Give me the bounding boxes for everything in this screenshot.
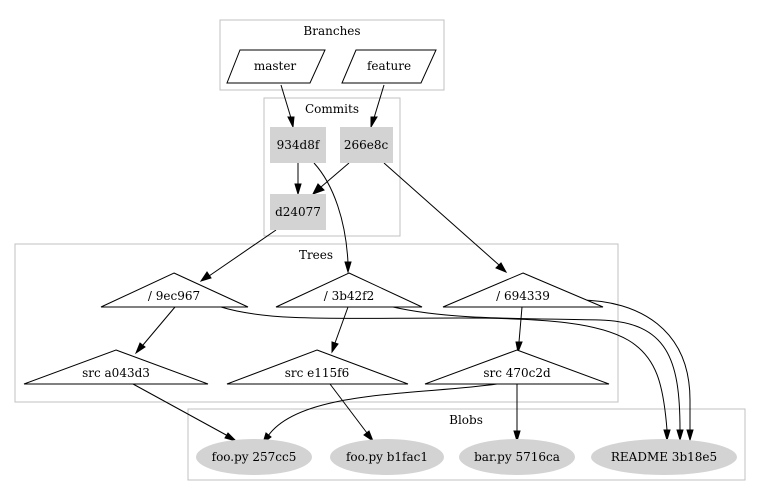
tree-node-9ec967-shape bbox=[100, 272, 249, 308]
edge-934d8f-3b42f2 bbox=[313, 162, 349, 264]
blob-node-foo-257cc5-label: foo.py 257cc5 bbox=[212, 450, 297, 464]
blob-node-bar-5716ca: bar.py 5716ca bbox=[459, 439, 575, 475]
commit-node-266e8c-label: 266e8c bbox=[344, 138, 389, 152]
blob-node-bar-5716ca-shape bbox=[459, 439, 575, 475]
arrowhead-934d8f-d24077 bbox=[294, 183, 302, 196]
cluster-commits: Commits bbox=[263, 97, 401, 237]
cluster-trees-label: Trees bbox=[299, 248, 333, 262]
tree-node-3b42f2: / 3b42f2 bbox=[275, 272, 423, 308]
cluster-trees: Trees bbox=[14, 243, 619, 403]
edge-266e8c-694339 bbox=[383, 162, 500, 266]
edge-master-934d8f bbox=[280, 84, 292, 119]
commit-node-934d8f: 934d8f bbox=[270, 127, 326, 163]
cluster-blobs-label: Blobs bbox=[449, 413, 483, 427]
tree-node-src-470c2d: src 470c2d bbox=[424, 349, 610, 385]
arrowhead-266e8c-d24077 bbox=[311, 183, 325, 195]
arrowhead-470c2d-5716ca bbox=[513, 430, 521, 443]
blob-node-foo-257cc5-shape bbox=[196, 439, 312, 475]
edge-e115f6-b1fac1 bbox=[329, 383, 368, 434]
commit-node-266e8c: 266e8c bbox=[340, 127, 393, 163]
arrowhead-3b42f2-readme bbox=[676, 429, 684, 442]
edge-feature-266e8c bbox=[373, 84, 385, 119]
blob-node-readme-3b18e5: README 3b18e5 bbox=[591, 439, 737, 475]
commit-node-934d8f-label: 934d8f bbox=[277, 138, 321, 152]
tree-node-3b42f2-shape bbox=[275, 272, 423, 308]
tree-node-694339-label: / 694339 bbox=[496, 289, 550, 303]
blob-node-readme-3b18e5-label: README 3b18e5 bbox=[611, 450, 717, 464]
blob-node-foo-b1fac1-shape bbox=[330, 439, 444, 475]
cluster-branches-box bbox=[219, 19, 445, 91]
tree-node-src-e115f6: src e115f6 bbox=[226, 349, 409, 385]
edge-470c2d-foo257cc5 bbox=[267, 383, 498, 437]
edges bbox=[132, 84, 694, 445]
tree-node-694339: / 694339 bbox=[442, 272, 604, 308]
cluster-commits-box bbox=[263, 97, 401, 237]
branch-node-master: master bbox=[226, 49, 326, 84]
commit-node-d24077: d24077 bbox=[270, 194, 326, 230]
edge-9ec967-readme bbox=[220, 306, 668, 431]
cluster-blobs: Blobs bbox=[187, 408, 746, 481]
blob-node-foo-257cc5: foo.py 257cc5 bbox=[196, 439, 312, 475]
edge-694339-readme bbox=[577, 299, 691, 430]
arrowhead-9ec967-readme bbox=[663, 429, 671, 442]
tree-node-src-470c2d-label: src 470c2d bbox=[483, 366, 551, 380]
arrowhead-a043d3-foo257cc5 bbox=[224, 432, 238, 442]
edge-266e8c-d24077 bbox=[320, 162, 350, 188]
cluster-commits-label: Commits bbox=[305, 102, 359, 116]
edge-3b42f2-readme bbox=[392, 306, 681, 431]
blob-node-foo-b1fac1: foo.py b1fac1 bbox=[330, 439, 444, 475]
arrowhead-9ec967-a043d3 bbox=[134, 342, 146, 355]
tree-node-9ec967-label: / 9ec967 bbox=[148, 289, 200, 303]
commit-node-d24077-box bbox=[270, 194, 326, 230]
tree-node-src-e115f6-label: src e115f6 bbox=[285, 366, 350, 380]
tree-node-src-470c2d-shape bbox=[424, 349, 610, 385]
edge-3b42f2-e115f6 bbox=[334, 306, 349, 344]
branch-node-master-label: master bbox=[254, 59, 297, 73]
branch-node-feature-shape bbox=[341, 49, 437, 84]
arrowhead-934d8f-3b42f2 bbox=[344, 261, 352, 274]
branch-node-feature: feature bbox=[341, 49, 437, 84]
arrowhead-feature-266e8c bbox=[370, 116, 378, 129]
commit-node-934d8f-box bbox=[270, 127, 326, 163]
arrowhead-3b42f2-e115f6 bbox=[331, 341, 339, 354]
cluster-branches: Branches bbox=[219, 19, 445, 91]
cluster-trees-box bbox=[14, 243, 619, 403]
arrowhead-e115f6-b1fac1 bbox=[363, 430, 375, 443]
tree-node-src-a043d3-label: src a043d3 bbox=[82, 366, 150, 380]
blob-node-readme-3b18e5-shape bbox=[591, 439, 737, 475]
edge-d24077-9ec967 bbox=[208, 229, 277, 277]
commit-node-266e8c-box bbox=[340, 127, 393, 163]
cluster-branches-label: Branches bbox=[303, 24, 360, 38]
tree-node-src-e115f6-shape bbox=[226, 349, 409, 385]
edge-a043d3-foo257cc5 bbox=[132, 383, 229, 437]
arrowhead-d24077-9ec967 bbox=[199, 271, 212, 282]
branch-node-master-shape bbox=[226, 49, 326, 84]
tree-node-9ec967: / 9ec967 bbox=[100, 272, 249, 308]
commit-node-d24077-label: d24077 bbox=[275, 205, 321, 219]
arrowhead-master-934d8f bbox=[287, 116, 295, 129]
arrowhead-266e8c-694339 bbox=[495, 262, 508, 273]
tree-node-694339-shape bbox=[442, 272, 604, 308]
tree-node-3b42f2-label: / 3b42f2 bbox=[324, 289, 375, 303]
tree-node-src-a043d3-shape bbox=[23, 349, 209, 385]
tree-node-src-a043d3: src a043d3 bbox=[23, 349, 209, 385]
arrowhead-694339-readme bbox=[686, 429, 694, 442]
arrowhead-694339-470c2d bbox=[515, 341, 523, 354]
edge-694339-470c2d bbox=[518, 306, 523, 343]
blob-node-bar-5716ca-label: bar.py 5716ca bbox=[474, 450, 560, 464]
branch-node-feature-label: feature bbox=[367, 59, 411, 73]
edge-9ec967-a043d3 bbox=[142, 306, 176, 346]
cluster-blobs-box bbox=[187, 408, 746, 481]
blob-node-foo-b1fac1-label: foo.py b1fac1 bbox=[346, 450, 428, 464]
